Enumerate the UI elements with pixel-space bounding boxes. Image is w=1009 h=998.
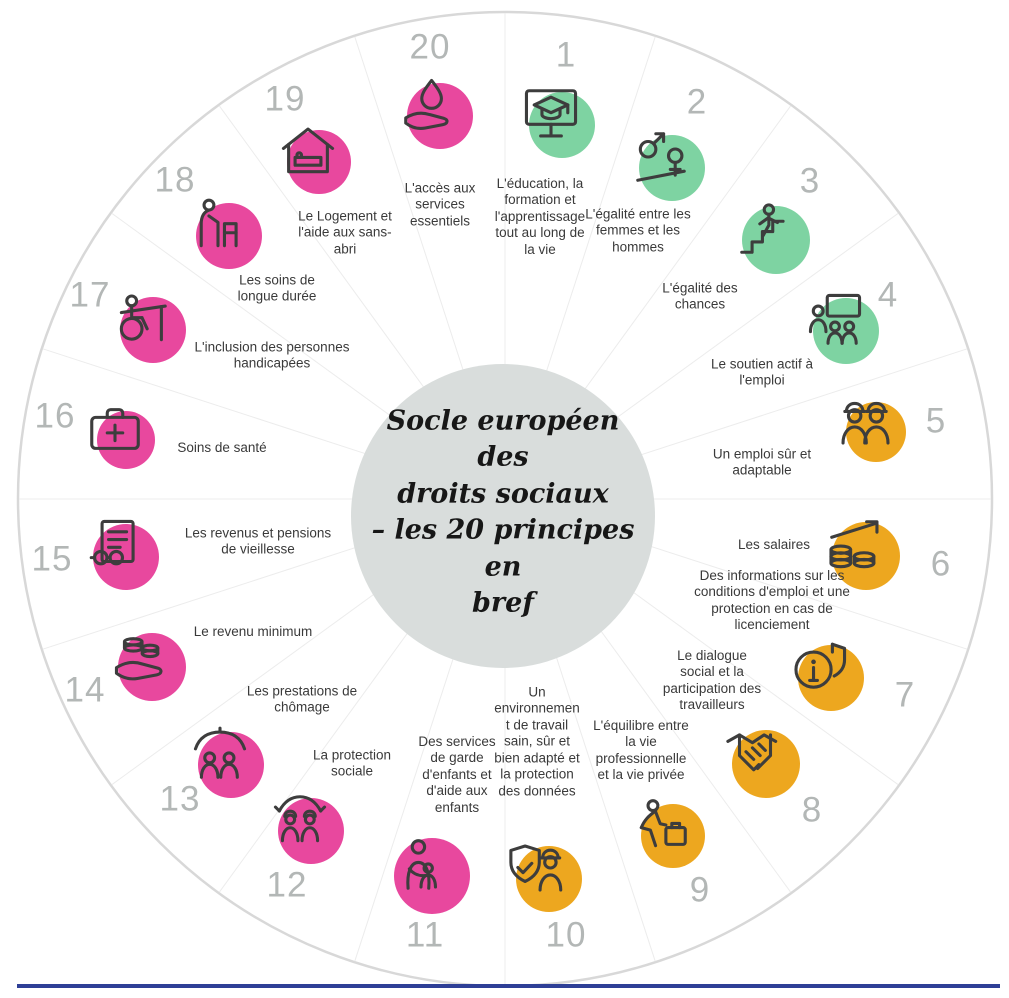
principle-number: 15 xyxy=(31,539,73,579)
wheelchair-desk-icon xyxy=(111,288,173,350)
principle-label: Un emploi sûr et adaptable xyxy=(712,446,812,478)
principle-disc xyxy=(798,645,864,711)
principle-label: Un environnement de travail sain, sûr et… xyxy=(494,684,580,799)
house-bed-icon xyxy=(277,120,339,182)
hand-water-drop-icon xyxy=(398,74,460,136)
principle-number: 8 xyxy=(801,790,823,830)
principle-number: 17 xyxy=(69,275,111,315)
principle-disc xyxy=(278,798,344,864)
principle-number: 2 xyxy=(686,82,708,122)
footer-rule xyxy=(17,984,1000,988)
principle-number: 12 xyxy=(266,865,308,905)
principle-label: Des informations sur les conditions d'em… xyxy=(694,568,850,633)
principle-label: L'éducation, la formation et l'apprentis… xyxy=(494,175,586,257)
principle-label: L'accès aux services essentiels xyxy=(404,180,476,229)
principle-disc xyxy=(742,206,810,274)
first-aid-kit-icon xyxy=(84,398,146,460)
principle-number: 16 xyxy=(34,396,76,436)
principle-number: 3 xyxy=(799,161,821,201)
principle-label: Soins de santé xyxy=(177,439,267,455)
principle-number: 11 xyxy=(405,915,445,955)
umbrella-people-icon xyxy=(189,723,251,785)
principle-label: L'inclusion des personnes handicapées xyxy=(194,339,350,371)
graduation-screen-icon xyxy=(520,83,582,145)
principle-label: Le soutien actif à l'emploi xyxy=(710,356,814,388)
principle-disc xyxy=(97,411,155,469)
principle-label: L'égalité entre les femmes et les hommes xyxy=(585,206,691,255)
center-disc xyxy=(351,364,655,668)
principle-number: 6 xyxy=(930,544,952,584)
principle-number: 1 xyxy=(555,35,577,75)
work-life-balance-icon xyxy=(631,794,693,856)
stairs-helping-hand-icon xyxy=(734,198,796,260)
principle-number: 19 xyxy=(264,79,306,119)
principle-disc xyxy=(287,130,351,194)
coins-growth-arrow-icon xyxy=(824,514,886,576)
principle-number: 5 xyxy=(925,401,947,441)
presentation-people-icon xyxy=(804,289,866,351)
principle-disc xyxy=(732,730,800,798)
coins-in-hand-icon xyxy=(110,625,172,687)
principle-number: 20 xyxy=(409,27,451,67)
principle-label: Les revenus et pensions de vieillesse xyxy=(184,525,332,557)
principle-number: 7 xyxy=(894,675,916,715)
parent-child-icon xyxy=(390,834,452,896)
principle-label: Les prestations de chômage xyxy=(246,683,358,715)
principle-label: L'équilibre entre la vie professionnelle… xyxy=(593,718,689,783)
principle-label: Le Logement et l'aide aux sans-abri xyxy=(298,208,392,257)
principle-label: L'égalité des chances xyxy=(662,280,738,312)
principle-number: 14 xyxy=(64,670,106,710)
info-shield-icon xyxy=(789,636,851,698)
principle-label: Le revenu minimum xyxy=(193,623,313,639)
sheltering-hands-workers-icon xyxy=(269,789,331,851)
elderly-walker-icon xyxy=(187,194,249,256)
principle-disc xyxy=(93,524,159,590)
principle-number: 9 xyxy=(689,870,711,910)
segment-divider-lines xyxy=(19,13,991,985)
principle-number: 10 xyxy=(545,915,587,955)
shield-check-worker-icon xyxy=(507,837,569,899)
handshake-icon xyxy=(724,722,786,784)
principle-number: 4 xyxy=(877,275,899,315)
principle-label: La protection sociale xyxy=(312,747,392,779)
principle-label: Des services de garde d'enfants et d'aid… xyxy=(418,733,496,815)
principle-number: 18 xyxy=(154,160,196,200)
principle-disc xyxy=(196,203,262,269)
principle-label: Le dialogue social et la participation d… xyxy=(662,648,762,713)
principle-label: Les soins de longue durée xyxy=(237,272,317,304)
gender-equality-icon xyxy=(630,126,692,188)
two-workers-icon xyxy=(834,390,896,452)
pension-document-glasses-icon xyxy=(84,515,146,577)
wheel-title: Socle européen des droits sociaux – les … xyxy=(371,405,635,619)
principle-label: Les salaires xyxy=(737,536,811,552)
principle-number: 13 xyxy=(159,779,201,819)
